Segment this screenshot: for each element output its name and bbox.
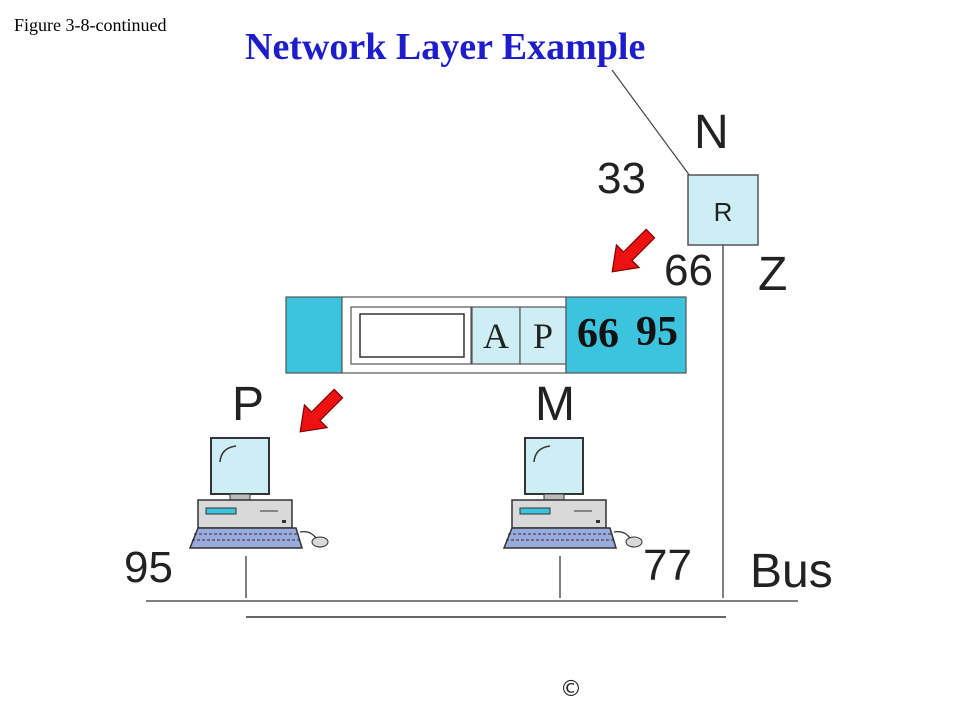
packet-frame: A P 66 95 [285, 296, 687, 374]
packet-src-address: 95 [636, 309, 678, 355]
router-box [687, 174, 759, 246]
computer-p-icon [188, 437, 329, 549]
host-m-label: M [535, 378, 575, 431]
packet-address-block [565, 296, 687, 374]
packet-dest-address: 66 [577, 311, 619, 357]
packet-arrow-icon [611, 228, 656, 273]
router-box-label: R [714, 197, 733, 227]
title-pointer-line [611, 69, 691, 177]
packet-data-inner [359, 313, 465, 358]
packet-field-p-label: P [533, 316, 553, 356]
network-z-label: Z [758, 248, 787, 301]
packet-field-p [519, 306, 567, 365]
packet-field-a-label: A [483, 316, 509, 356]
packet-header-left [285, 296, 343, 374]
bus-label: Bus [750, 545, 833, 598]
page-title: Network Layer Example [245, 26, 646, 68]
network-n-label: N [694, 106, 729, 159]
host-arrow-icon [299, 388, 344, 433]
copyright-symbol: © [560, 677, 582, 702]
computer-m-icon [502, 437, 643, 549]
host-p-address: 95 [124, 543, 173, 592]
host-p-label: P [232, 378, 264, 431]
figure-caption: Figure 3-8-continued [14, 15, 167, 35]
router-address-z: 66 [664, 246, 713, 295]
host-m-address: 77 [643, 541, 692, 590]
router-address-n: 33 [597, 154, 646, 203]
